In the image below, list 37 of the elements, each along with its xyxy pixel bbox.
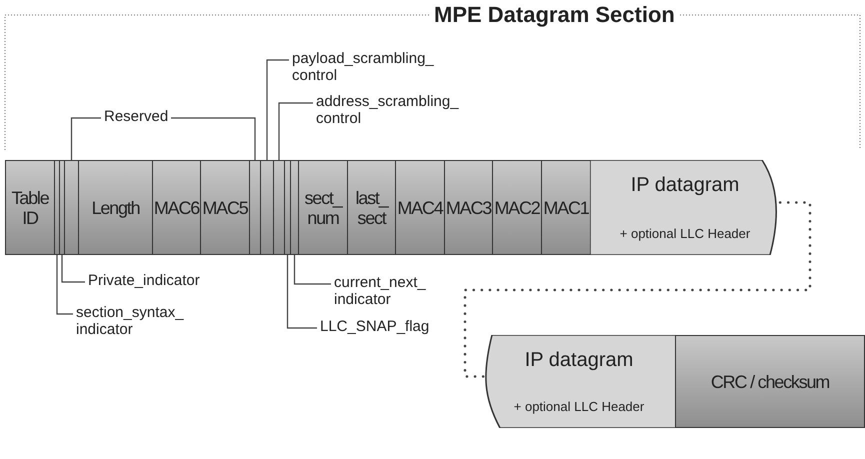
header-field: Table ID — [5, 160, 55, 255]
header-field: Length — [78, 160, 153, 255]
ip-datagram-field — [482, 335, 676, 428]
ip-datagram-field — [590, 160, 780, 255]
leader-line — [278, 102, 313, 160]
leader-line — [70, 117, 101, 160]
field-label: Reserved — [104, 108, 168, 128]
leader-line — [171, 117, 256, 160]
bit-field — [273, 160, 285, 255]
header-field: MAC6 — [152, 160, 201, 255]
header-field: sect_ num — [298, 160, 348, 255]
header-field: MAC1 — [541, 160, 591, 255]
leader-line — [286, 255, 317, 329]
header-field: CRC / checksum — [675, 335, 865, 428]
field-note: + optional LLC Header — [514, 399, 644, 414]
bit-field — [64, 160, 79, 255]
leader-line — [294, 255, 331, 285]
field-label: current_next_ indicator — [334, 274, 444, 310]
leader-line — [56, 255, 73, 315]
field-label: Private_indicator — [88, 272, 200, 292]
bit-field — [249, 160, 261, 255]
field-note: + optional LLC Header — [620, 226, 750, 241]
header-field: MAC3 — [444, 160, 493, 255]
field-title: IP datagram — [524, 348, 634, 372]
field-label: LLC_SNAP_flag — [320, 318, 430, 338]
leader-line — [61, 255, 85, 283]
field-title: IP datagram — [630, 174, 740, 198]
header-field: last_ sect — [347, 160, 396, 255]
header-field: MAC4 — [395, 160, 445, 255]
bit-field — [260, 160, 274, 255]
header-field: MAC5 — [200, 160, 250, 255]
field-label: address_scrambling_ control — [316, 93, 461, 129]
header-field: MAC2 — [492, 160, 542, 255]
field-label: section_syntax_ indicator — [76, 304, 196, 340]
continuation-line — [464, 201, 812, 378]
field-label: payload_scrambling_ control — [292, 50, 437, 86]
leader-line — [266, 59, 289, 160]
